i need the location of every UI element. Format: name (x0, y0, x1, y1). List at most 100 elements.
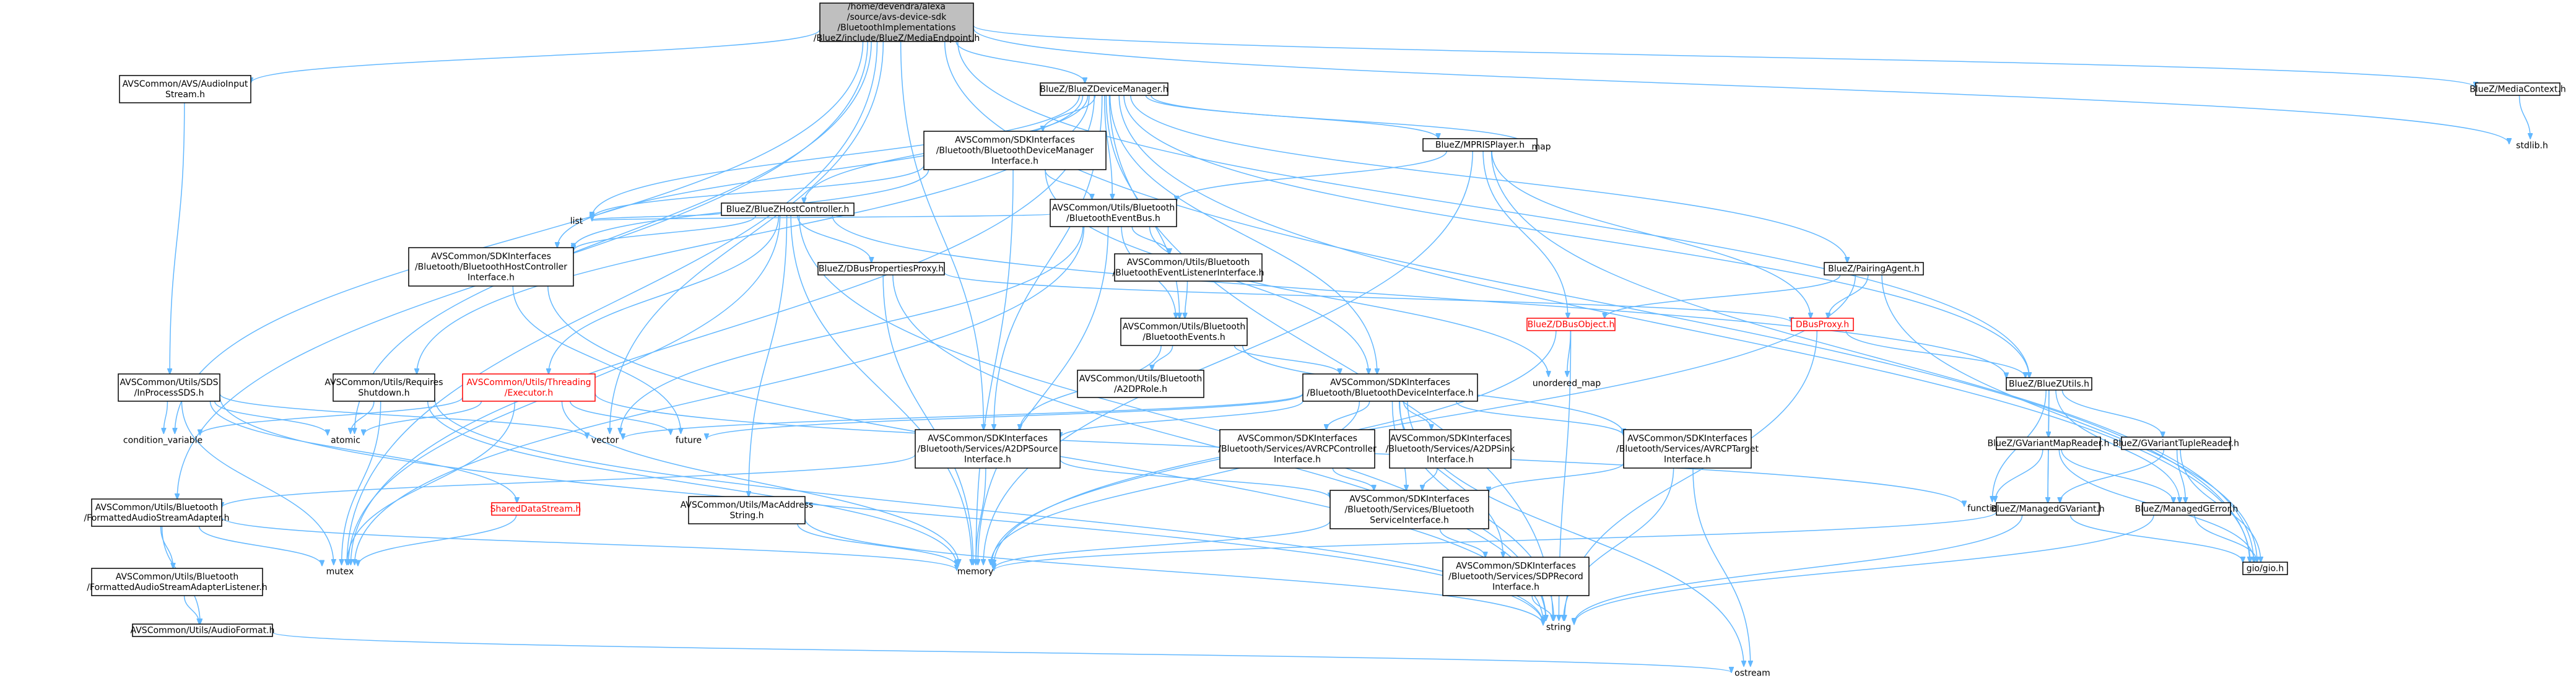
node-gerror-label-line-0: BlueZ/ManagedGError.h (2135, 505, 2239, 514)
node-bluezutils-box (2006, 377, 2092, 391)
node-btevents[interactable]: AVSCommon/Utils/Bluetooth/BluetoothEvent… (1120, 318, 1248, 346)
node-vector-label-line-0: vector (591, 436, 619, 446)
node-avrcpctl-label-line-2: Interface.h (1274, 455, 1321, 465)
edge-hostctrl-to-bluezutils (832, 215, 2006, 378)
edge-gvmap-to-functional (1995, 449, 2043, 501)
node-svcif[interactable]: AVSCommon/SDKInterfaces/Bluetooth/Servic… (1329, 490, 1489, 529)
node-btdevif-label-line-1: /Bluetooth/BluetoothDeviceInterface.h (1307, 388, 1473, 398)
node-gvariant-label-line-0: BlueZ/ManagedGVariant.h (1991, 505, 2105, 514)
edge-audioinput-to-sds (170, 102, 185, 374)
edge-mpris-to-eventbus (1177, 150, 1447, 201)
edge-eventbus-to-memory (978, 226, 1109, 565)
node-hostctrl[interactable]: BlueZ/BlueZHostController.h (721, 202, 855, 216)
node-fmtadapter[interactable]: AVSCommon/Utils/Bluetooth/FormattedAudio… (84, 498, 230, 527)
edge-devmgr-to-eventbus (1104, 95, 1113, 199)
node-list: list (570, 217, 583, 227)
node-stdlib: stdlib.h (2516, 141, 2548, 151)
edge-executor-to-condvar (200, 397, 463, 435)
node-bluezutils[interactable]: BlueZ/BlueZUtils.h (2006, 377, 2092, 391)
node-gvmap-label-line-0: BlueZ/GVariantMapReader.h (1988, 439, 2110, 449)
edge-devmgr-to-btdevif (1109, 95, 1377, 374)
edge-root-to-stdlib (973, 28, 2509, 144)
edge-svcif-to-memory (994, 520, 1331, 568)
node-sdp-label-line-1: /Bluetooth/Services/SDPRecord (1448, 572, 1583, 582)
edge-sds-to-vector (219, 393, 587, 438)
edge-gvtuple-to-gerror (2176, 449, 2186, 503)
edge-root-to-devmgr (955, 41, 1085, 83)
node-a2dpsrc-label-line-2: Interface.h (964, 455, 1011, 465)
edge-root-to-mediactx (973, 25, 2476, 87)
node-a2dpsink[interactable]: AVSCommon/SDKInterfaces/Bluetooth/Servic… (1386, 429, 1516, 469)
edge-executor-to-mutex (347, 401, 516, 565)
node-shared[interactable]: SharedDataStream.h (490, 502, 581, 516)
node-gvariant[interactable]: BlueZ/ManagedGVariant.h (1991, 502, 2105, 516)
node-btdevif[interactable]: AVSCommon/SDKInterfaces/Bluetooth/Blueto… (1302, 373, 1478, 402)
edge-devmgr-to-mutex (350, 95, 1095, 565)
node-memory-label-line-0: memory (957, 567, 994, 577)
node-devmgr[interactable]: BlueZ/BlueZDeviceManager.h (1040, 82, 1168, 96)
header-nodes: /home/devendra/alexa/source/avs-device-s… (84, 2, 2566, 679)
edge-root-to-a2dpsrc (900, 41, 984, 430)
node-a2dprole-box (1077, 370, 1204, 398)
node-sdkhost[interactable]: AVSCommon/SDKInterfaces/Bluetooth/Blueto… (408, 247, 574, 287)
node-a2dpsrc-label-line-0: AVSCommon/SDKInterfaces (928, 434, 1048, 444)
node-avrcptgt[interactable]: AVSCommon/SDKInterfaces/Bluetooth/Servic… (1616, 429, 1759, 469)
node-gerror[interactable]: BlueZ/ManagedGError.h (2135, 502, 2239, 516)
edge-btdevif-to-vector (623, 393, 1303, 439)
node-sds[interactable]: AVSCommon/Utils/SDS/InProcessSDS.h (118, 373, 220, 402)
edge-sds-to-mutex (181, 401, 333, 565)
node-avrcpctl[interactable]: AVSCommon/SDKInterfaces/Bluetooth/Servic… (1218, 429, 1377, 469)
node-mpris[interactable]: BlueZ/MPRISPlayer.h (1422, 138, 1538, 152)
edge-evlistener-to-btevents (1185, 280, 1188, 318)
edge-root-to-giogio (944, 41, 2250, 562)
node-btevents-label-line-1: /BluetoothEvents.h (1142, 332, 1225, 342)
node-mediactx[interactable]: BlueZ/MediaContext.h (2469, 82, 2566, 96)
node-sdp[interactable]: AVSCommon/SDKInterfaces/Bluetooth/Servic… (1442, 557, 1590, 596)
node-shared-box (491, 502, 580, 516)
node-dbusprop-box (817, 262, 945, 276)
node-giogio[interactable]: gio/gio.h (2242, 562, 2288, 575)
node-string: string (1546, 623, 1571, 633)
edge-btevents-to-a2dprole (1152, 345, 1173, 370)
node-audioinput-label-line-0: AVSCommon/AVS/AudioInput (123, 79, 248, 89)
node-dbusproxy[interactable]: DBusProxy.h (1791, 318, 1854, 331)
dependency-edges (160, 25, 2530, 672)
node-dbusprop[interactable]: BlueZ/DBusPropertiesProxy.h (817, 262, 945, 276)
node-gvmap[interactable]: BlueZ/GVariantMapReader.h (1988, 436, 2110, 450)
node-gvtuple[interactable]: BlueZ/GVariantTupleReader.h (2113, 436, 2239, 450)
node-fmtlistener[interactable]: AVSCommon/Utils/Bluetooth/FormattedAudio… (87, 568, 268, 596)
node-mutex-label-line-0: mutex (326, 567, 354, 577)
edge-fmtlistener-to-audiofmt (183, 595, 199, 624)
edge-btdevif-to-avrcptgt (1455, 401, 1624, 436)
node-gvmap-box (1996, 436, 2101, 450)
node-evlistener-label-line-1: /BluetoothEventListenerInterface.h (1112, 268, 1264, 278)
node-sdkhost-label-line-2: Interface.h (468, 273, 515, 283)
node-avrcptgt-label-line-0: AVSCommon/SDKInterfaces (1627, 434, 1747, 444)
edge-executor-to-memory (561, 401, 959, 565)
edge-btdevif-to-sdp (1398, 401, 1503, 557)
node-evlistener[interactable]: AVSCommon/Utils/Bluetooth/BluetoothEvent… (1112, 253, 1264, 282)
node-reqshut-box (333, 373, 435, 402)
node-audiofmt[interactable]: AVSCommon/Utils/AudioFormat.h (131, 623, 275, 637)
node-dbusobj[interactable]: BlueZ/DBusObject.h (1526, 318, 1616, 331)
edge-devmgr-to-bluezutils (1123, 95, 2029, 378)
node-btdevmgr[interactable]: AVSCommon/SDKInterfaces/Bluetooth/Blueto… (923, 131, 1107, 170)
node-a2dprole[interactable]: AVSCommon/Utils/Bluetooth/A2DPRole.h (1077, 370, 1204, 398)
edge-hostctrl-to-sdkhost (573, 215, 757, 251)
node-executor[interactable]: AVSCommon/Utils/Threading/Executor.h (462, 373, 596, 402)
node-avrcpctl-label-line-0: AVSCommon/SDKInterfaces (1237, 434, 1357, 444)
node-a2dpsrc[interactable]: AVSCommon/SDKInterfaces/Bluetooth/Servic… (915, 429, 1061, 469)
node-audiofmt-label-line-0: AVSCommon/Utils/AudioFormat.h (131, 626, 275, 636)
node-eventbus[interactable]: AVSCommon/Utils/Bluetooth/BluetoothEvent… (1050, 199, 1177, 227)
node-memory: memory (957, 567, 994, 577)
node-root[interactable]: /home/devendra/alexa/source/avs-device-s… (814, 2, 980, 43)
node-sdp-box (1442, 557, 1590, 596)
edge-hostctrl-to-memory (790, 215, 972, 565)
node-svcif-label-line-0: AVSCommon/SDKInterfaces (1349, 495, 1469, 505)
node-gvariant-box (1996, 502, 2100, 516)
node-macaddr-box (688, 496, 806, 524)
node-pairing[interactable]: BlueZ/PairingAgent.h (1824, 262, 1924, 276)
